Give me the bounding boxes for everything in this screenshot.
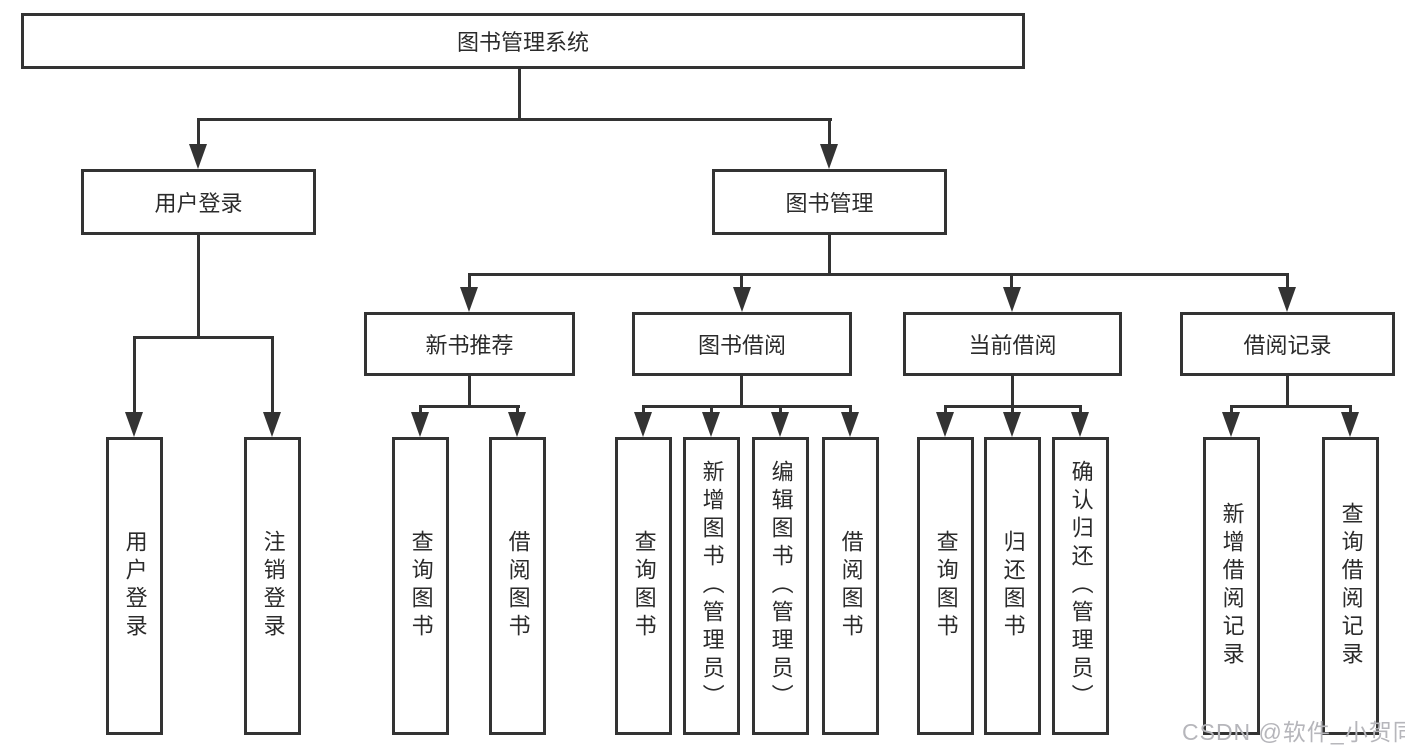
connector-stub-new-book (468, 273, 471, 289)
connector-stub-book-borrowing (740, 273, 743, 289)
connector-stub-add-borrow-record (1230, 405, 1233, 415)
arrow-to-book-management (820, 144, 838, 169)
arrow-to-leaf-logout (263, 412, 281, 437)
leaf-query-borrow-record: 查询借阅记录 (1322, 437, 1379, 735)
connector-new-book-stem (468, 376, 471, 408)
connector-stub-query-books-borrowing (642, 405, 645, 415)
connector-stub-edit-books-admin (779, 405, 782, 415)
arrow-to-query-books-recommend (411, 412, 429, 437)
node-new-book-recommend: 新书推荐 (364, 312, 575, 376)
connector-stub-query-books-current (944, 405, 947, 415)
arrow-to-current-borrowing (1003, 287, 1021, 312)
connector-stub-book-management (828, 118, 831, 145)
connector-book-borrowing-stem (740, 376, 743, 408)
arrow-to-borrow-books-recommend (508, 412, 526, 437)
leaf-query-books-recommend: 查询图书 (392, 437, 449, 735)
arrow-to-borrow-books (841, 412, 859, 437)
leaf-return-books: 归还图书 (984, 437, 1041, 735)
leaf-logout: 注销登录 (244, 437, 301, 735)
csdn-watermark: CSDN @软件_小贺同学 (1182, 719, 1405, 745)
connector-stub-query-books-recommend (419, 405, 422, 415)
connector-stub-confirm-return (1079, 405, 1082, 415)
connector-stub-return-books (1011, 405, 1014, 415)
connector-stub-user-login (197, 118, 200, 145)
leaf-borrow-books-recommend: 借阅图书 (489, 437, 546, 735)
connector-stub-leaf-user-login (133, 336, 136, 414)
leaf-query-books-borrowing: 查询图书 (615, 437, 672, 735)
arrow-to-user-login (189, 144, 207, 169)
arrow-to-add-books-admin (702, 412, 720, 437)
arrow-to-book-borrowing (733, 287, 751, 312)
connector-stub-add-books-admin (710, 405, 713, 415)
connector-stub-query-borrow-record (1349, 405, 1352, 415)
leaf-query-books-current: 查询图书 (917, 437, 974, 735)
node-borrowing-records: 借阅记录 (1180, 312, 1395, 376)
connector-stub-current-borrowing (1010, 273, 1013, 289)
leaf-confirm-return-admin: 确认归还（管理员） (1052, 437, 1109, 735)
arrow-to-return-books (1003, 412, 1021, 437)
node-book-management: 图书管理 (712, 169, 947, 235)
connector-book-management-stem (828, 234, 831, 276)
leaf-borrow-books: 借阅图书 (822, 437, 879, 735)
connector-stub-borrowing-records (1286, 273, 1289, 289)
arrow-to-leaf-user-login (125, 412, 143, 437)
connector-borrowing-records-bus (1230, 405, 1352, 408)
arrow-to-add-borrow-record (1222, 412, 1240, 437)
leaf-edit-books-admin: 编辑图书（管理员） (752, 437, 809, 735)
connector-root-bus (197, 118, 832, 121)
connector-stub-leaf-logout (271, 336, 274, 414)
connector-stub-borrow-books (849, 405, 852, 415)
arrow-to-confirm-return (1071, 412, 1089, 437)
connector-current-borrowing-stem (1011, 376, 1014, 408)
node-user-login: 用户登录 (81, 169, 316, 235)
arrow-to-query-books-current (936, 412, 954, 437)
connector-book-management-bus (468, 273, 1289, 276)
connector-user-login-bus (133, 336, 274, 339)
leaf-add-books-admin: 新增图书（管理员） (683, 437, 740, 735)
leaf-user-login: 用户登录 (106, 437, 163, 735)
arrow-to-query-books-borrowing (634, 412, 652, 437)
node-current-borrowing: 当前借阅 (903, 312, 1122, 376)
connector-user-login-stem (197, 234, 200, 339)
leaf-add-borrow-record: 新增借阅记录 (1203, 437, 1260, 735)
arrow-to-borrowing-records (1278, 287, 1296, 312)
arrow-to-new-book (460, 287, 478, 312)
connector-stub-borrow-books-recommend (516, 405, 519, 415)
connector-book-borrowing-bus (642, 405, 852, 408)
node-root-library-system: 图书管理系统 (21, 13, 1025, 69)
node-book-borrowing: 图书借阅 (632, 312, 852, 376)
connector-new-book-bus (419, 405, 520, 408)
connector-borrowing-records-stem (1286, 376, 1289, 408)
arrow-to-edit-books-admin (771, 412, 789, 437)
connector-root-stem (518, 68, 521, 120)
arrow-to-query-borrow-record (1341, 412, 1359, 437)
